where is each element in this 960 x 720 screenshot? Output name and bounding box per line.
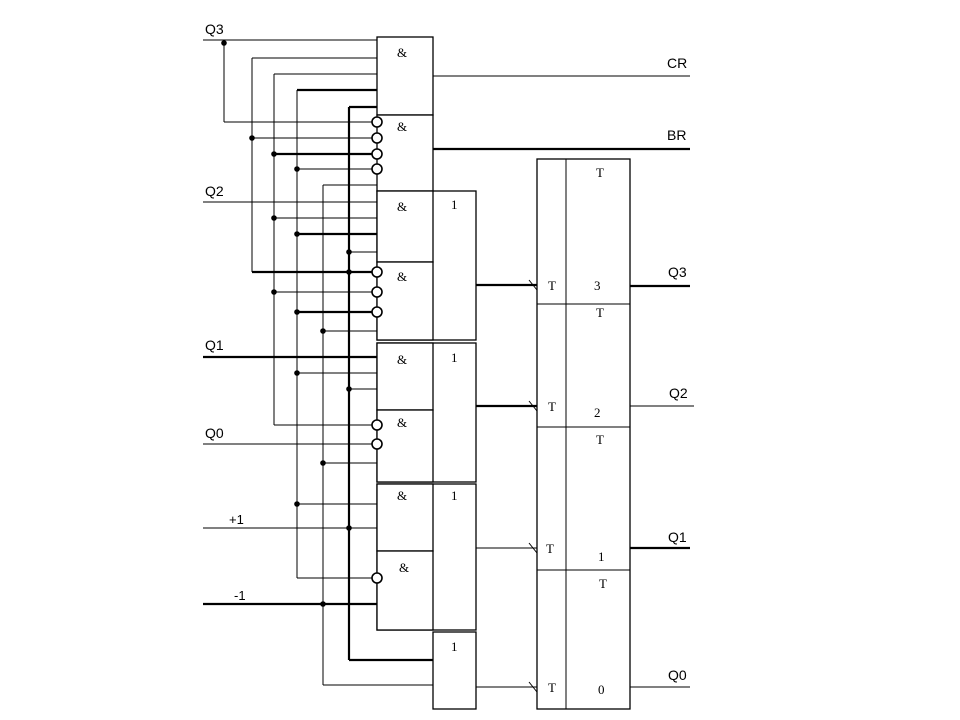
ff1-input-label: T <box>546 541 554 556</box>
and-gates <box>376 36 434 631</box>
signal-labels: Q3 Q2 Q1 Q0 +1 -1 CR BR Q3 Q2 Q1 Q0 <box>205 21 688 683</box>
junction-dot <box>346 525 352 531</box>
junction-dot <box>320 460 326 466</box>
junction-dot <box>346 269 352 275</box>
ff0-input-label: T <box>548 680 556 695</box>
and-symbol: & <box>397 269 407 284</box>
and-gate-cr <box>376 36 434 116</box>
gate-input-taps <box>252 137 377 529</box>
inverter-bubble <box>371 438 383 450</box>
ff1-index: 1 <box>598 549 605 564</box>
q3-output-label: Q3 <box>668 264 687 280</box>
junction-dot <box>271 215 277 221</box>
junction-dot <box>320 328 326 334</box>
ff2-input-label: T <box>548 399 556 414</box>
junction-dots <box>221 40 352 607</box>
q1-output-label: Q1 <box>668 529 687 545</box>
junction-dot <box>294 309 300 315</box>
plus1-input-label: +1 <box>229 512 244 527</box>
and-symbol: & <box>397 119 407 134</box>
t-flipflops <box>536 158 631 710</box>
ff3-type-label: T <box>596 165 604 180</box>
inverter-bubble <box>371 116 383 128</box>
and-gate-1b <box>376 550 434 631</box>
ff3-input-label: T <box>548 278 556 293</box>
ff0-type-label: T <box>599 576 607 591</box>
br-output-label: BR <box>667 127 686 143</box>
junction-dot <box>346 249 352 255</box>
ff1-type-label: T <box>596 432 604 447</box>
and-symbol: & <box>397 488 407 503</box>
ff2-type-label: T <box>596 305 604 320</box>
inverter-bubble <box>371 266 383 278</box>
and-gate-1a <box>376 483 434 552</box>
flipflop-labels: T T 3 T T 2 T T 1 T T 0 <box>546 165 607 697</box>
or-symbol: 1 <box>451 488 458 503</box>
and-symbol: & <box>397 415 407 430</box>
junction-dot <box>294 231 300 237</box>
flipflop-outputs <box>630 284 694 688</box>
gate-symbols: & & & & & & & & 1 1 1 1 <box>397 45 458 654</box>
carry-borrow-outputs <box>433 75 690 151</box>
inverter-bubble <box>371 572 383 584</box>
inverter-bubble <box>371 286 383 298</box>
inverter-bubble <box>371 306 383 318</box>
or-symbol: 1 <box>451 639 458 654</box>
inverter-bubble <box>371 148 383 160</box>
inverter-bubble <box>371 163 383 175</box>
junction-dot <box>271 151 277 157</box>
or-symbol: 1 <box>451 197 458 212</box>
or-gate-0 <box>432 631 477 710</box>
vertical-buses <box>251 57 433 686</box>
junction-dot <box>249 135 255 141</box>
junction-dot <box>221 40 227 46</box>
and-symbol: & <box>397 352 407 367</box>
flipflop-column <box>536 158 631 710</box>
and-symbol: & <box>397 45 407 60</box>
and-symbol: & <box>399 560 409 575</box>
q3-input-label: Q3 <box>205 21 224 37</box>
and-gate-2b <box>376 409 434 483</box>
inverter-bubbles <box>371 116 383 584</box>
q1-input-label: Q1 <box>205 337 224 353</box>
q2-input-label: Q2 <box>205 183 224 199</box>
or-to-ff-wires <box>476 279 538 693</box>
ff0-index: 0 <box>598 682 605 697</box>
and-gate-br <box>376 114 434 192</box>
q0-output-label: Q0 <box>668 667 687 683</box>
junction-dot <box>294 370 300 376</box>
q2-output-label: Q2 <box>669 385 688 401</box>
cr-output-label: CR <box>667 55 687 71</box>
and-gate-3a <box>376 190 434 263</box>
junction-dot <box>320 601 326 607</box>
ff2-index: 2 <box>594 405 601 420</box>
junction-dot <box>294 166 300 172</box>
and-gate-2a <box>376 342 434 411</box>
q0-input-label: Q0 <box>205 425 224 441</box>
junction-dot <box>294 501 300 507</box>
and-gate-3b <box>376 261 434 341</box>
junction-dot <box>271 289 277 295</box>
inverter-bubble <box>371 132 383 144</box>
ff3-index: 3 <box>594 278 601 293</box>
minus1-input-label: -1 <box>234 588 246 603</box>
and-symbol: & <box>397 199 407 214</box>
junction-dot <box>346 386 352 392</box>
or-symbol: 1 <box>451 350 458 365</box>
inverter-bubble <box>371 419 383 431</box>
